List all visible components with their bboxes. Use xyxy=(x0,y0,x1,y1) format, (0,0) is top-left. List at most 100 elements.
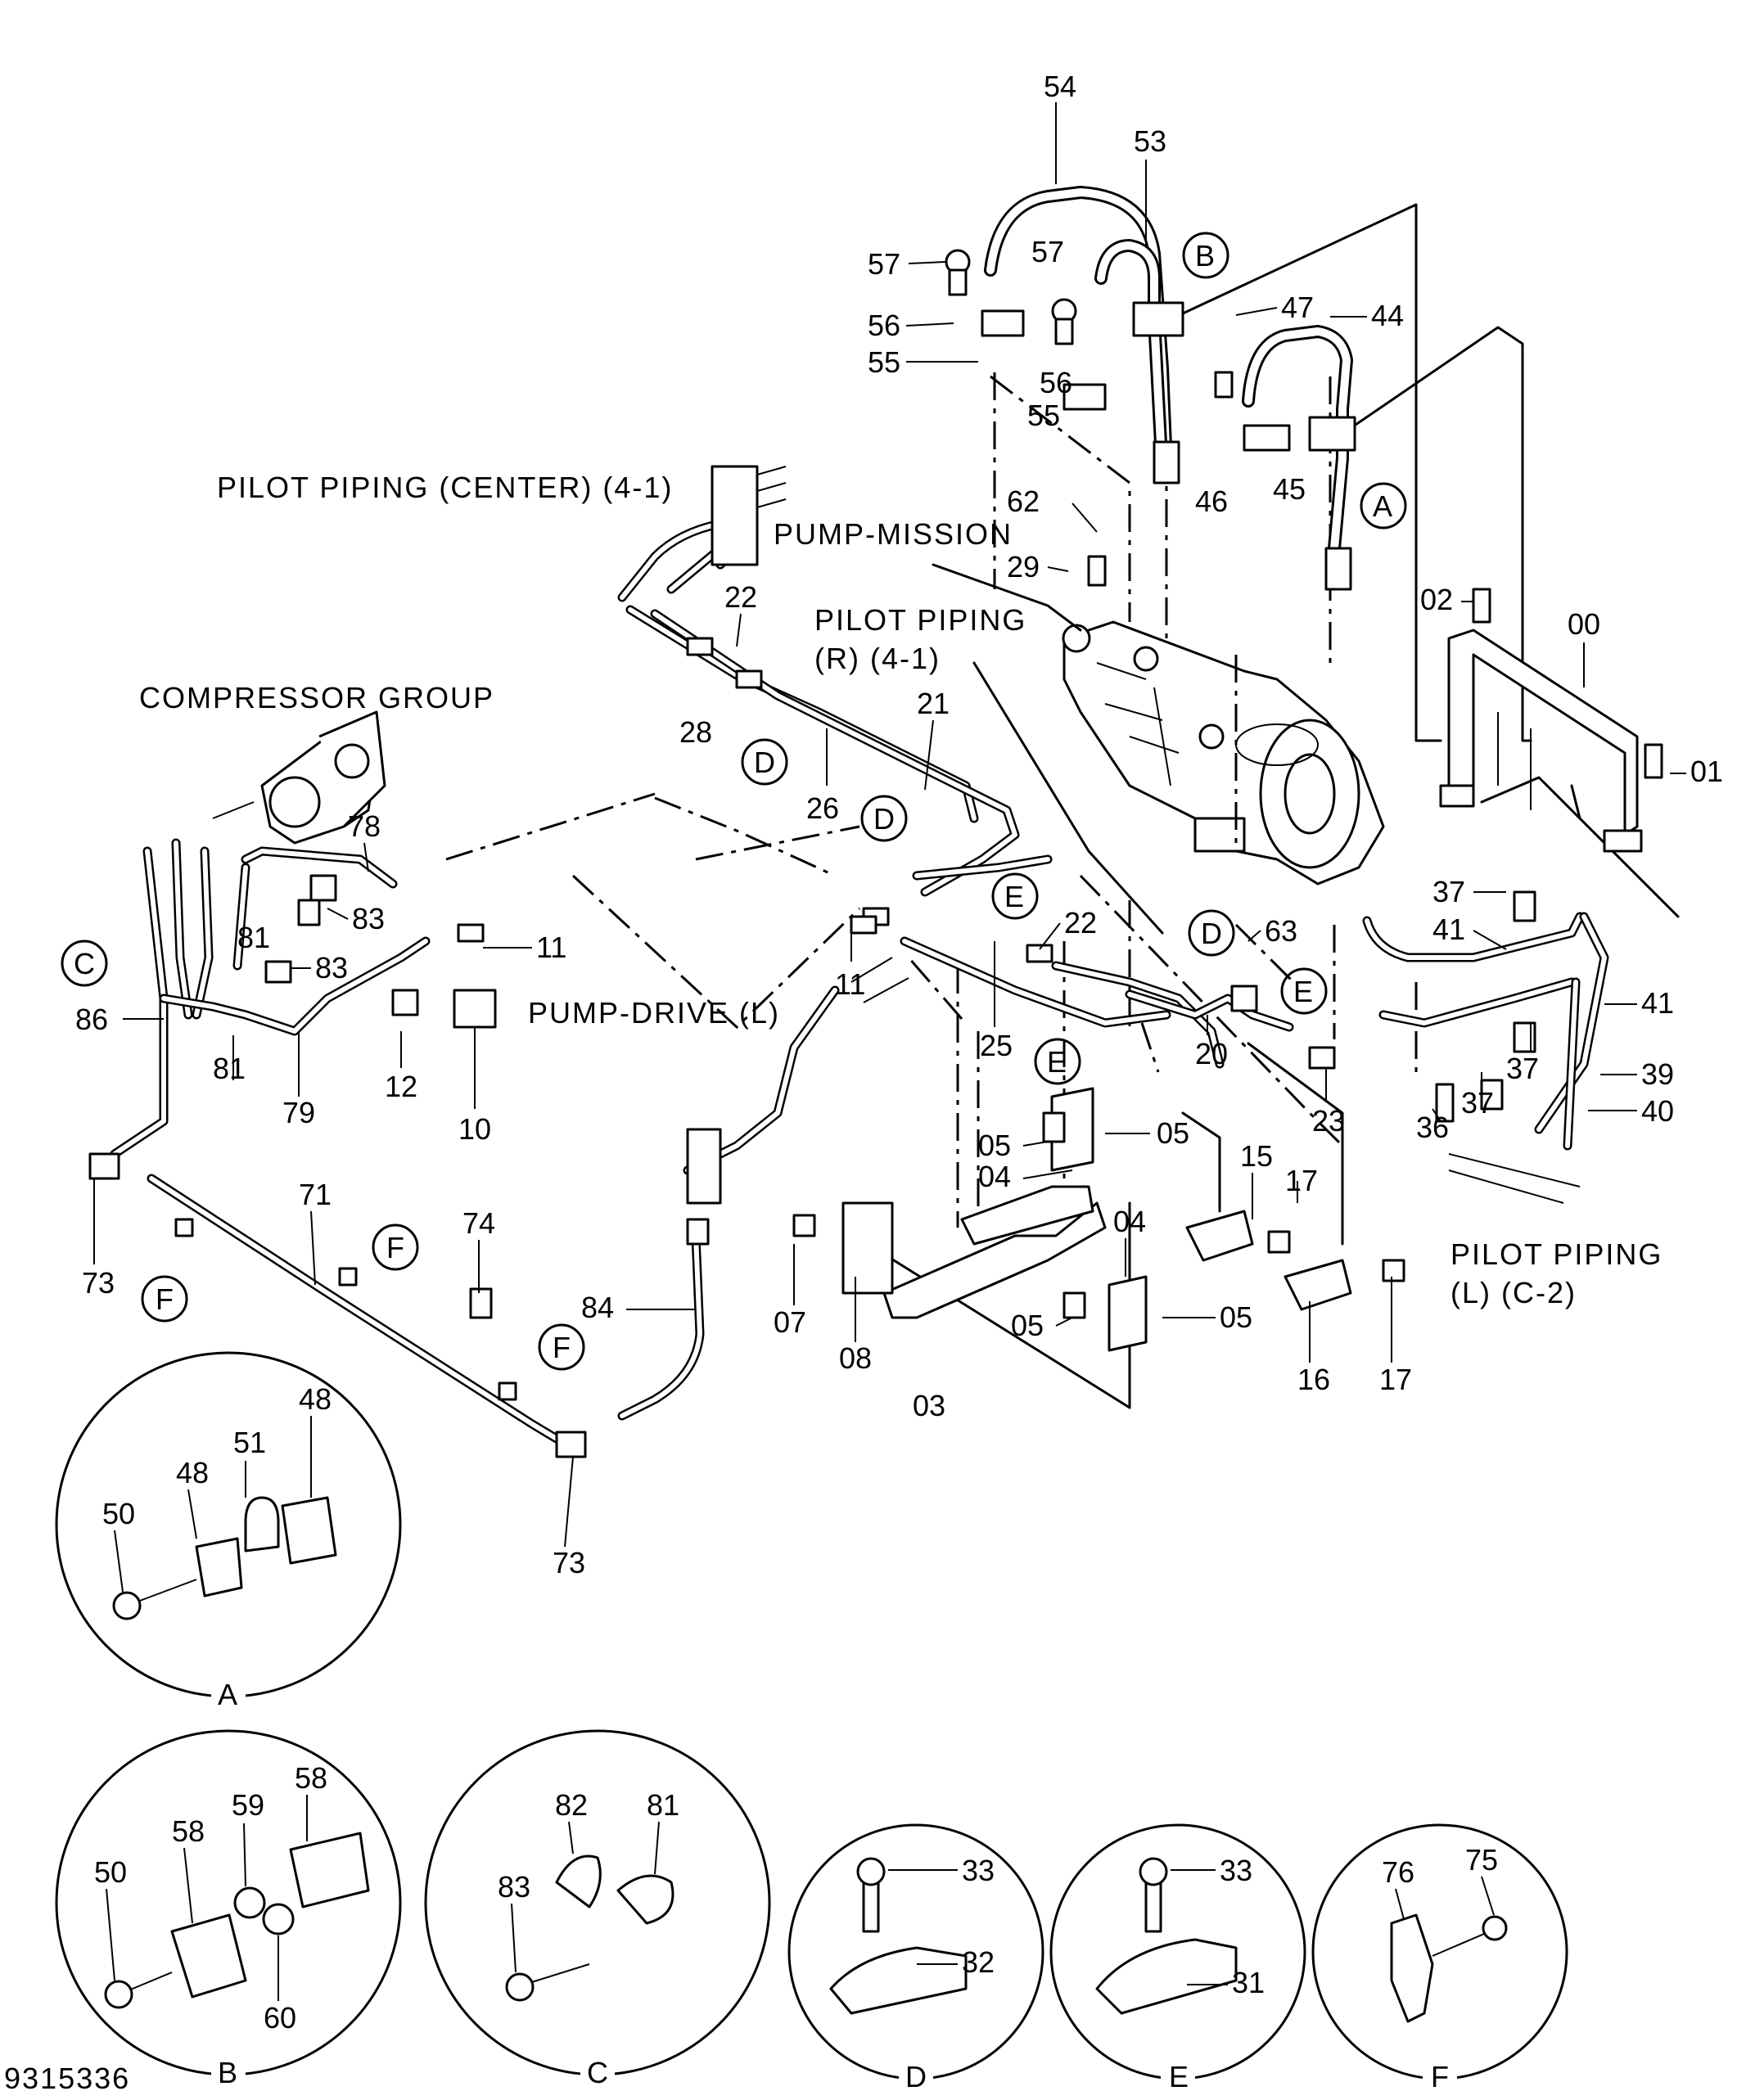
label-pilot-piping-l-line2: (L) (C-2) xyxy=(1450,1276,1577,1309)
callout-05: 05 xyxy=(1220,1300,1252,1334)
leader-lines xyxy=(445,203,1680,1409)
view-marker-a: A xyxy=(1373,489,1392,523)
callout-50: 50 xyxy=(94,1855,127,1889)
callout-37: 37 xyxy=(1432,875,1465,908)
hose-44 xyxy=(1242,325,1353,555)
hose-53 xyxy=(1094,239,1169,481)
detail-view-e xyxy=(1049,1823,1306,2080)
callout-04: 04 xyxy=(978,1160,1011,1193)
callout-55: 55 xyxy=(868,345,900,379)
callout-83: 83 xyxy=(352,902,385,935)
label-pump-drive-l: PUMP-DRIVE (L) xyxy=(528,996,780,1030)
pump-drive-pipe xyxy=(683,957,909,1205)
hose-54 xyxy=(984,186,1173,473)
callout-10: 10 xyxy=(458,1112,491,1146)
callout-29: 29 xyxy=(1007,550,1040,584)
callout-36: 36 xyxy=(1416,1111,1449,1144)
callout-47: 47 xyxy=(1281,291,1314,324)
callout-02: 02 xyxy=(1420,583,1453,616)
callout-55: 55 xyxy=(1027,399,1060,432)
callout-46: 46 xyxy=(1195,484,1228,518)
callout-58: 58 xyxy=(172,1814,205,1848)
callout-07: 07 xyxy=(774,1305,806,1339)
detail-caption-d: D xyxy=(905,2060,927,2093)
callout-48: 48 xyxy=(176,1456,209,1489)
callout-73: 73 xyxy=(82,1266,115,1300)
callout-16: 16 xyxy=(1297,1363,1330,1396)
callout-81: 81 xyxy=(237,921,270,954)
callout-17: 17 xyxy=(1285,1164,1318,1197)
detail-caption-c: C xyxy=(587,2056,608,2089)
callout-28: 28 xyxy=(679,715,712,749)
callout-76: 76 xyxy=(1382,1855,1414,1889)
callout-33: 33 xyxy=(962,1854,995,1887)
view-marker-c: C xyxy=(74,947,95,980)
callout-05: 05 xyxy=(978,1129,1011,1162)
callout-22: 22 xyxy=(724,580,757,614)
label-pump-mission: PUMP-MISSION xyxy=(774,517,1013,551)
view-marker-d: D xyxy=(1201,917,1222,950)
callout-59: 59 xyxy=(232,1788,264,1822)
callout-51: 51 xyxy=(233,1426,266,1459)
callout-17: 17 xyxy=(1379,1363,1412,1396)
callout-71: 71 xyxy=(299,1178,332,1211)
label-compressor-group: COMPRESSOR GROUP xyxy=(139,681,494,714)
callout-74: 74 xyxy=(462,1206,495,1240)
callout-32: 32 xyxy=(962,1945,995,1979)
callout-01: 01 xyxy=(1690,755,1723,788)
detail-view-a xyxy=(55,1351,402,1698)
callout-08: 08 xyxy=(839,1341,872,1375)
view-marker-e: E xyxy=(1004,880,1024,913)
callout-12: 12 xyxy=(385,1070,417,1103)
pump-mission-assembly xyxy=(1062,620,1385,886)
callout-leaders xyxy=(93,102,1686,2001)
callout-57: 57 xyxy=(868,247,900,281)
view-marker-e: E xyxy=(1293,975,1313,1008)
callout-54: 54 xyxy=(1044,70,1076,103)
frame-00 xyxy=(1439,629,1643,853)
callout-21: 21 xyxy=(917,687,950,720)
pipe-41-39-40 xyxy=(1362,912,1609,1204)
callout-58: 58 xyxy=(295,1761,327,1795)
callout-00: 00 xyxy=(1568,607,1600,641)
callout-84: 84 xyxy=(581,1291,614,1324)
callout-86: 86 xyxy=(75,1003,108,1036)
callout-04: 04 xyxy=(1113,1205,1146,1238)
view-marker-d: D xyxy=(754,746,775,779)
callout-03: 03 xyxy=(913,1389,945,1422)
label-pilot-piping-l-line1: PILOT PIPING xyxy=(1450,1237,1663,1271)
callout-53: 53 xyxy=(1134,124,1166,158)
callout-48: 48 xyxy=(299,1382,332,1416)
callout-15: 15 xyxy=(1240,1139,1273,1173)
label-pilot-piping-center: PILOT PIPING (CENTER) (4-1) xyxy=(217,471,673,504)
view-marker-f: F xyxy=(553,1331,571,1364)
callout-78: 78 xyxy=(348,809,381,843)
callout-39: 39 xyxy=(1641,1057,1674,1091)
callout-41: 41 xyxy=(1641,986,1674,1020)
callouts: 54 53 57 57 56 55 56 55 47 44 46 45 62 2… xyxy=(75,70,1723,2035)
callout-11: 11 xyxy=(835,967,865,1001)
drawing-number: 9315336 xyxy=(4,2062,130,2095)
callout-81: 81 xyxy=(213,1052,246,1085)
callout-60: 60 xyxy=(264,2001,296,2035)
fittings xyxy=(88,249,1663,1458)
callout-22: 22 xyxy=(1064,906,1097,940)
callout-11: 11 xyxy=(536,931,566,964)
callout-83: 83 xyxy=(315,951,348,985)
callout-25: 25 xyxy=(980,1029,1013,1062)
callout-37: 37 xyxy=(1506,1052,1539,1085)
compressor-hoses xyxy=(110,838,431,1159)
view-marker-f: F xyxy=(156,1282,174,1316)
view-markers: B A D D E D E E C F F F xyxy=(61,232,1407,1371)
view-marker-e: E xyxy=(1047,1045,1067,1079)
view-marker-b: B xyxy=(1195,239,1215,273)
callout-73: 73 xyxy=(553,1546,585,1580)
callout-31: 31 xyxy=(1232,1966,1265,1999)
callout-75: 75 xyxy=(1465,1843,1498,1877)
label-pilot-piping-r-line2: (R) (4-1) xyxy=(814,642,941,675)
callout-56: 56 xyxy=(1040,366,1072,399)
callout-20: 20 xyxy=(1195,1037,1228,1070)
compressor-assembly xyxy=(212,710,386,845)
callout-05: 05 xyxy=(1157,1116,1189,1150)
callout-82: 82 xyxy=(555,1788,588,1822)
